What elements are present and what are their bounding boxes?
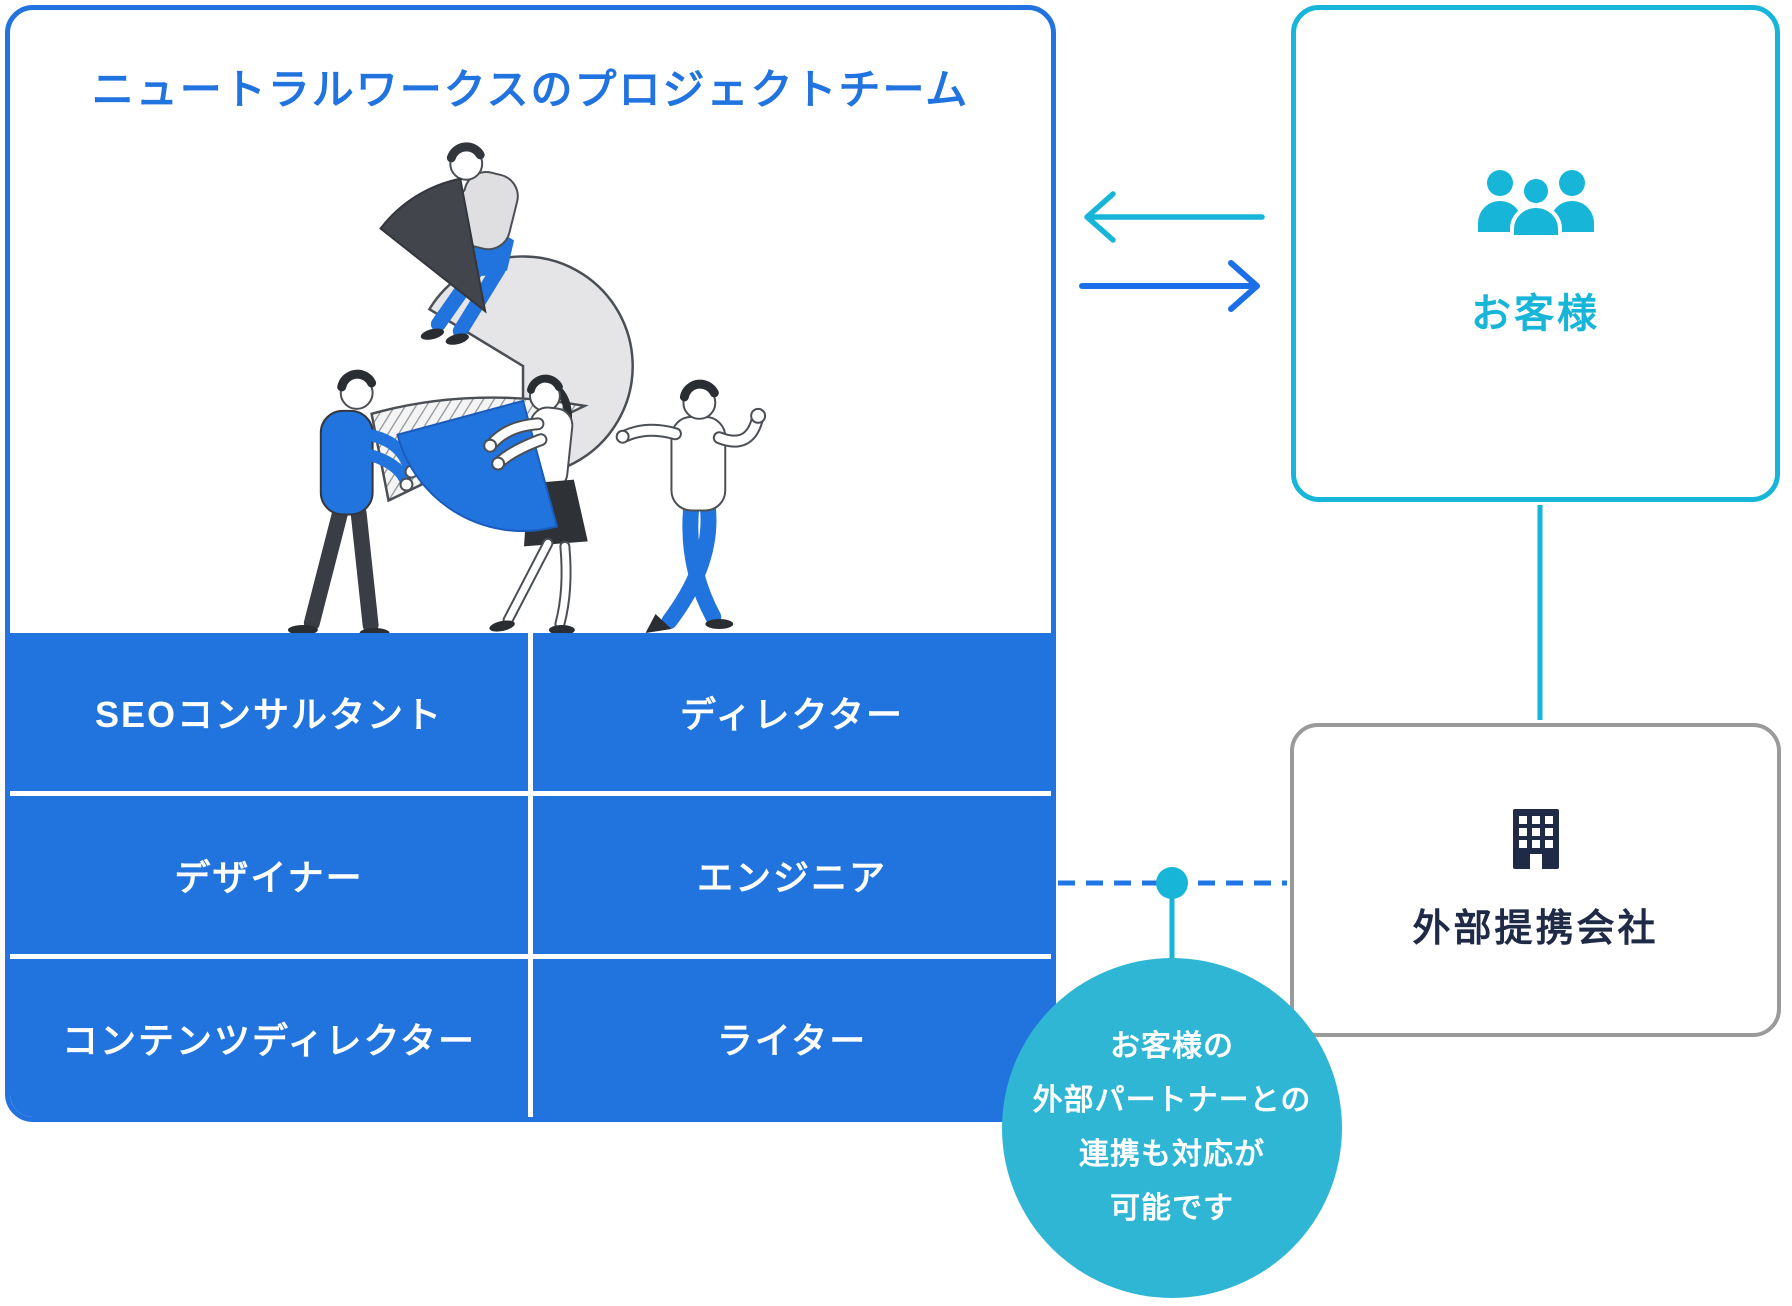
team-box: ニュートラルワークスのプロジェクトチーム <box>5 5 1056 1122</box>
role-cell-designer: デザイナー <box>10 796 528 954</box>
customer-box: お客様 <box>1291 5 1780 502</box>
partner-label: 外部提携会社 <box>1412 907 1659 950</box>
customer-label: お客様 <box>1471 291 1600 336</box>
team-role-grid: SEOコンサルタント ディレクター デザイナー エンジニア コンテンツディレクタ… <box>10 633 1051 1117</box>
arrow-right-icon <box>1079 260 1260 312</box>
right-man-figure <box>615 379 767 633</box>
role-cell-content-director: コンテンツディレクター <box>10 959 528 1117</box>
role-cell-writer: ライター <box>533 959 1051 1117</box>
dark-pie-wedge <box>379 177 487 314</box>
partner-note-bubble: お客様の 外部パートナーとの 連携も対応が 可能です <box>1002 958 1342 1298</box>
role-cell-director: ディレクター <box>533 633 1051 791</box>
woman-arms <box>483 417 548 471</box>
bubble-line-2: 外部パートナーとの <box>1032 1084 1312 1117</box>
left-man-figure <box>287 369 419 633</box>
role-cell-seo-consultant: SEOコンサルタント <box>10 633 528 791</box>
building-icon <box>1512 808 1559 869</box>
team-illustration <box>287 142 767 633</box>
partner-box: 外部提携会社 <box>1290 723 1781 1037</box>
arrow-left-icon <box>1084 191 1265 243</box>
people-group-icon <box>1477 169 1594 237</box>
bubble-line-1: お客様の <box>1110 1030 1234 1063</box>
role-cell-engineer: エンジニア <box>533 796 1051 954</box>
bubble-line-4: 可能です <box>1110 1192 1234 1225</box>
connector-node-dot <box>1156 867 1188 899</box>
team-box-title: ニュートラルワークスのプロジェクトチーム <box>91 66 970 113</box>
bubble-line-3: 連携も対応が <box>1079 1138 1265 1171</box>
